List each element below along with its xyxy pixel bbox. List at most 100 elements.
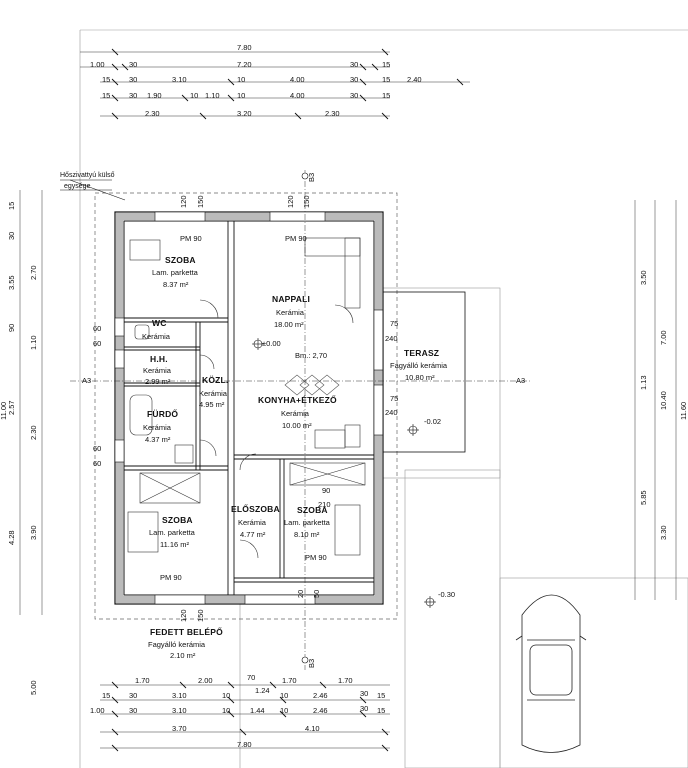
dim-left-16: 60 — [93, 459, 102, 468]
dim-top-r2-c: 7.20 — [237, 60, 252, 69]
dim-right-5: 11.60 — [679, 401, 688, 420]
level-terrace: -0.02 — [424, 417, 442, 426]
dim-bot-r1-a: 1.70 — [135, 676, 150, 685]
axis-b3-bottom: B3 — [307, 658, 316, 668]
dim-bot-r3-a: 1.00 — [90, 706, 105, 715]
dim-top-r3-b: 30 — [129, 75, 138, 84]
dim-left-5: 90 — [7, 323, 16, 332]
terrace-area — [382, 291, 466, 453]
room-szoba2-area: 11.16 m² — [160, 540, 190, 549]
axis-a3-left: A3 — [82, 376, 92, 385]
room-nappali-area: 18.00 m² — [274, 320, 304, 329]
room-kozl-name: KÖZL. — [202, 375, 229, 385]
inner-dim-8: 240 — [385, 408, 398, 417]
room-hh-name: H.H. — [150, 354, 168, 364]
car-icon — [515, 594, 587, 753]
dim-top-r3-g: 15 — [382, 75, 391, 84]
inner-dim-4: 150 — [302, 195, 311, 208]
dim-top-r2-a: 1.00 — [90, 60, 105, 69]
room-szoba1-floor: Lam. parketta — [152, 268, 198, 277]
room-eloszoba-area: 4.77 m² — [240, 530, 266, 539]
openings — [114, 211, 384, 605]
room-szoba2-name: SZOBA — [162, 515, 193, 525]
interior-walls — [124, 221, 374, 595]
roof-outline — [94, 192, 398, 620]
dim-top-r3-d: 10 — [237, 75, 246, 84]
room-nappali-name: NAPPALI — [272, 294, 311, 304]
room-nappali-floor: Kerámia — [276, 308, 304, 317]
bm-label: Bm.: 2,70 — [295, 351, 328, 360]
dim-left-13: 60 — [93, 324, 102, 333]
dim-bot-r1-e: 1.70 — [338, 676, 353, 685]
inner-dim-9: 120 — [179, 609, 188, 622]
dim-left-10: 4.28 — [7, 530, 16, 545]
dim-bot-r3-d: 10 — [222, 706, 231, 715]
inner-dim-3: 120 — [286, 195, 295, 208]
dim-bot-r4-b: 4.10 — [305, 724, 320, 733]
dim-bot-r3-f: 10 — [280, 706, 289, 715]
dim-top-r4-d: 10 — [190, 91, 199, 100]
dim-top-r2-d: 30 — [350, 60, 359, 69]
dim-bot-r3-e: 1.44 — [250, 706, 265, 715]
inner-dim-7: 75 — [390, 394, 399, 403]
room-fedett-floor: Fagyálló kerámia — [148, 640, 206, 649]
dim-bot-r3-i: 15 — [377, 706, 386, 715]
pump-label: Hőszivattyú külső — [60, 172, 115, 179]
pump-label-2: egysége — [64, 183, 91, 190]
inner-dim-6: 240 — [385, 334, 398, 343]
dim-bot-r3-b: 30 — [129, 706, 138, 715]
room-konyha-area: 10.00 m² — [282, 421, 312, 430]
dim-bot-r2-i: 15 — [377, 691, 386, 700]
dim-top-r5-c: 2.30 — [325, 109, 340, 118]
dim-bot-r2-h: 30 — [360, 689, 369, 698]
room-furdo-name: FÜRDŐ — [147, 409, 179, 419]
room-szoba3-name: SZOBA — [297, 505, 328, 515]
dim-bot-r2-c: 3.10 — [172, 691, 187, 700]
room-kozl-floor: Kerámia — [199, 389, 227, 398]
dimension-lines — [19, 51, 677, 749]
dim-left-8: 2.57 — [7, 400, 16, 415]
door-nappali: PM 90 — [285, 234, 307, 243]
dim-left-6: 1.10 — [29, 335, 38, 350]
room-eloszoba-floor: Kerámia — [238, 518, 266, 527]
dim-left-2: 30 — [7, 231, 16, 240]
dim-right-7: 3.30 — [659, 525, 668, 540]
room-wc-name: WC — [152, 318, 167, 328]
room-konyha-name: KONYHA+ÉTKEZŐ — [258, 395, 337, 405]
inner-dim-10: 150 — [196, 609, 205, 622]
room-konyha-floor: Kerámia — [281, 409, 309, 418]
dim-bot-r5-a: 7.80 — [237, 740, 252, 749]
room-furdo-floor: Kerámia — [143, 423, 171, 432]
door-szoba3: PM 90 — [305, 553, 327, 562]
dim-top-r2-e: 15 — [382, 60, 391, 69]
room-kozl-area: 4.95 m² — [199, 400, 225, 409]
dim-top-r3-f: 30 — [350, 75, 359, 84]
dim-bot-r1-d: 1.70 — [282, 676, 297, 685]
dim-bot-r2-e: 1.24 — [255, 686, 270, 695]
dim-right-1: 3.50 — [639, 270, 648, 285]
room-hh-area: 2.99 m² — [145, 377, 171, 386]
room-terasz-floor: Fagyálló kerámia — [390, 361, 448, 370]
axis-markers — [301, 172, 309, 664]
dim-left-9: 11.00 — [0, 401, 8, 420]
room-fedett-name: FEDETT BELÉPŐ — [150, 627, 223, 637]
dim-top-r5-a: 2.30 — [145, 109, 160, 118]
room-szoba1-name: SZOBA — [165, 255, 196, 265]
inner-dim-2: 150 — [196, 195, 205, 208]
room-szoba3-area: 8.10 m² — [294, 530, 320, 539]
dim-left-15: 60 — [93, 444, 102, 453]
door-szoba1: PM 90 — [180, 234, 202, 243]
axis-a3-right: A3 — [516, 376, 526, 385]
level-floor: ±0.00 — [262, 339, 281, 348]
dim-top-r3-a: 15 — [102, 75, 111, 84]
dim-left-12: 5.00 — [29, 680, 38, 695]
room-szoba3-floor: Lam. parketta — [284, 518, 330, 527]
dim-top-r4-a: 15 — [102, 91, 111, 100]
dim-left-14: 60 — [93, 339, 102, 348]
dim-right-4: 10.40 — [659, 391, 668, 410]
dim-bot-r2-g: 2.46 — [313, 691, 328, 700]
dim-bot-r3-g: 2.46 — [313, 706, 328, 715]
door-szoba2: PM 90 — [160, 573, 182, 582]
room-szoba1-area: 8.37 m² — [163, 280, 189, 289]
